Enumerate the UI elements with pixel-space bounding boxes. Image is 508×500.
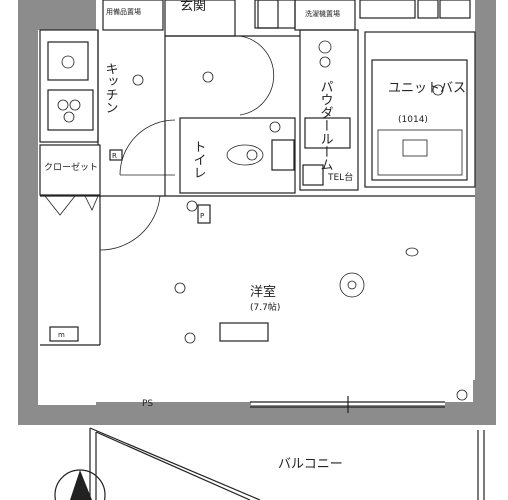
- m-label: m: [58, 331, 65, 339]
- western-room-size-label: (7.7帖): [250, 301, 280, 313]
- outer-walls: [18, 0, 496, 425]
- tel-label: TEL台: [327, 171, 353, 183]
- r-label: R: [112, 152, 117, 160]
- washer-label: 洗濯機置場: [305, 9, 340, 18]
- compass-icon: [54, 469, 106, 500]
- unit-bath-label: ユニットバス: [388, 81, 466, 96]
- top-partial-rooms: [102, 0, 471, 37]
- western-room-label: 洋室: [250, 284, 276, 300]
- ps-label: PS: [142, 399, 153, 409]
- balcony-area: [89, 427, 485, 500]
- kitchen-label: キッチン: [103, 62, 118, 114]
- door-swings: [44, 35, 275, 251]
- fixtures: [132, 40, 468, 401]
- powder-room-label: パウダールーム: [318, 80, 334, 171]
- toilet-label: トイレ: [191, 140, 206, 179]
- balcony-label: バルコニー: [278, 457, 343, 472]
- unit-bath-size-label: (1014): [398, 115, 428, 125]
- genkan-label: 玄関: [180, 0, 206, 14]
- labels: 玄関 用備品置場 洗濯機置場 キッチン パウダールーム ユニットバス (1014…: [44, 0, 466, 472]
- interior-walls: [39, 29, 476, 413]
- closet-label: クローゼット: [44, 161, 98, 173]
- small-boxes: [49, 0, 324, 342]
- storage-label: 用備品置場: [106, 7, 141, 16]
- p-label: P: [200, 212, 204, 220]
